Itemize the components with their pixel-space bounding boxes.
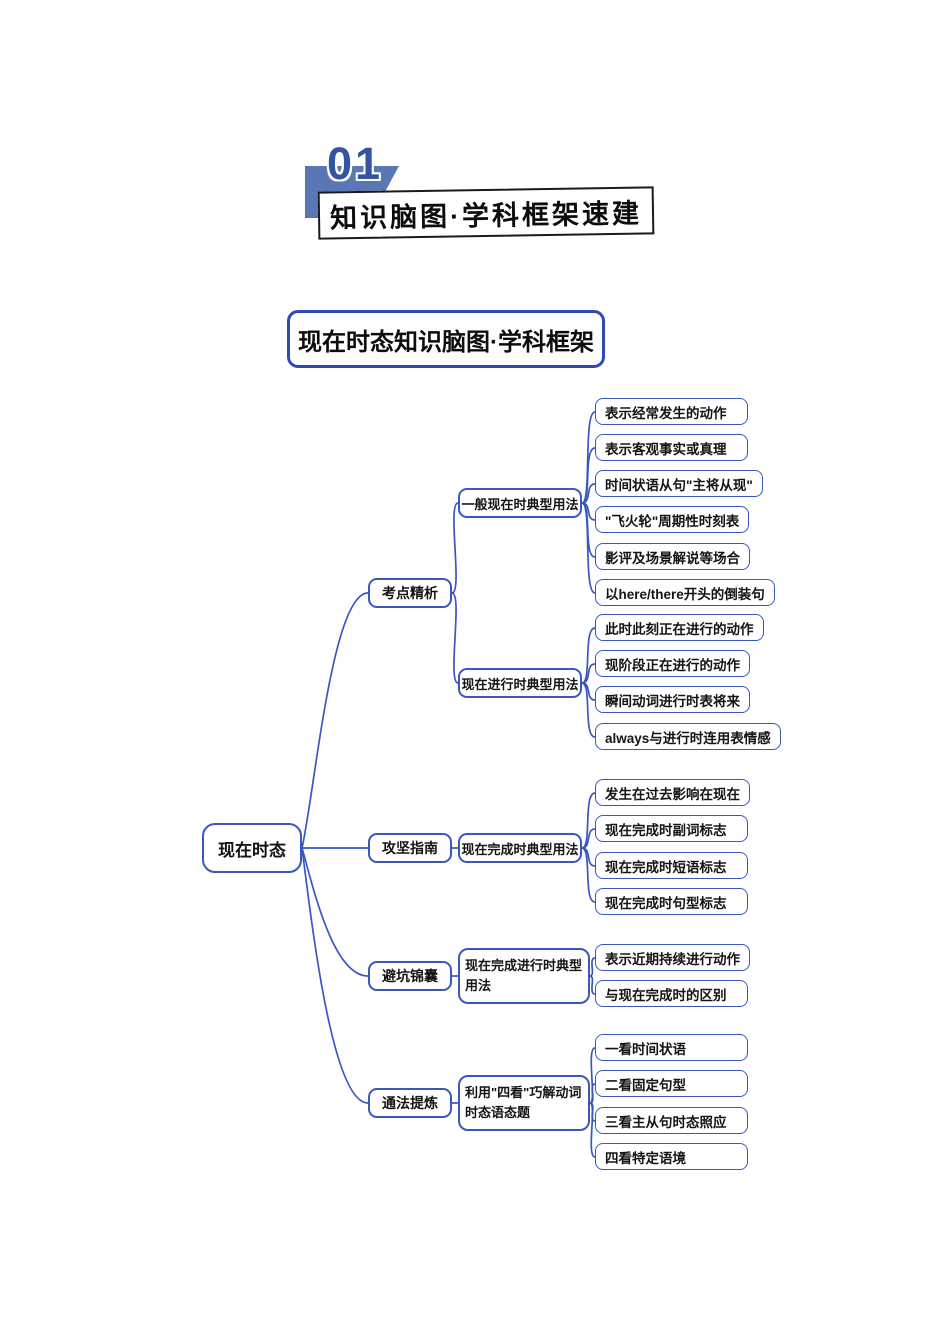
branch-node-tackle-guide: 攻坚指南: [368, 833, 452, 863]
leaf-node: 现阶段正在进行的动作: [595, 650, 750, 677]
branch-node-exam-points: 考点精析: [368, 578, 452, 608]
subtopic-present-continuous: 现在进行时典型用法: [458, 668, 582, 698]
leaf-node: 以here/there开头的倒装句: [595, 579, 775, 606]
leaf-node: 四看特定语境: [595, 1143, 748, 1170]
leaf-node: 瞬间动词进行时表将来: [595, 686, 750, 713]
subtopic-simple-present: 一般现在时典型用法: [458, 488, 582, 518]
leaf-node: 时间状语从句"主将从现": [595, 470, 763, 497]
subtopic-present-perfect-continuous: 现在完成进行时典型用法: [458, 948, 590, 1004]
leaf-node: 此时此刻正在进行的动作: [595, 614, 764, 641]
leaf-node: 表示近期持续进行动作: [595, 944, 750, 971]
leaf-node: 表示客观事实或真理: [595, 434, 748, 461]
leaf-node: 与现在完成时的区别: [595, 980, 748, 1007]
leaf-node: always与进行时连用表情感: [595, 723, 781, 750]
leaf-node: 一看时间状语: [595, 1034, 748, 1061]
leaf-node: 现在完成时句型标志: [595, 888, 748, 915]
branch-node-pitfall-tips: 避坑锦囊: [368, 961, 452, 991]
leaf-node: 发生在过去影响在现在: [595, 779, 750, 806]
subtopic-present-perfect: 现在完成时典型用法: [458, 833, 582, 863]
branch-node-method-refine: 通法提炼: [368, 1088, 452, 1118]
leaf-node: 二看固定句型: [595, 1070, 748, 1097]
leaf-node: 现在完成时副词标志: [595, 815, 748, 842]
leaf-node: "飞火轮"周期性时刻表: [595, 506, 750, 533]
map-title: 现在时态知识脑图·学科框架: [287, 310, 605, 368]
leaf-node: 三看主从句时态照应: [595, 1107, 748, 1134]
root-node: 现在时态: [202, 823, 302, 873]
subtopic-four-looks: 利用"四看"巧解动词时态语态题: [458, 1075, 590, 1131]
leaf-node: 表示经常发生的动作: [595, 398, 748, 425]
section-number: 01: [327, 138, 384, 189]
leaf-node: 现在完成时短语标志: [595, 852, 748, 879]
leaf-node: 影评及场景解说等场合: [595, 543, 750, 570]
